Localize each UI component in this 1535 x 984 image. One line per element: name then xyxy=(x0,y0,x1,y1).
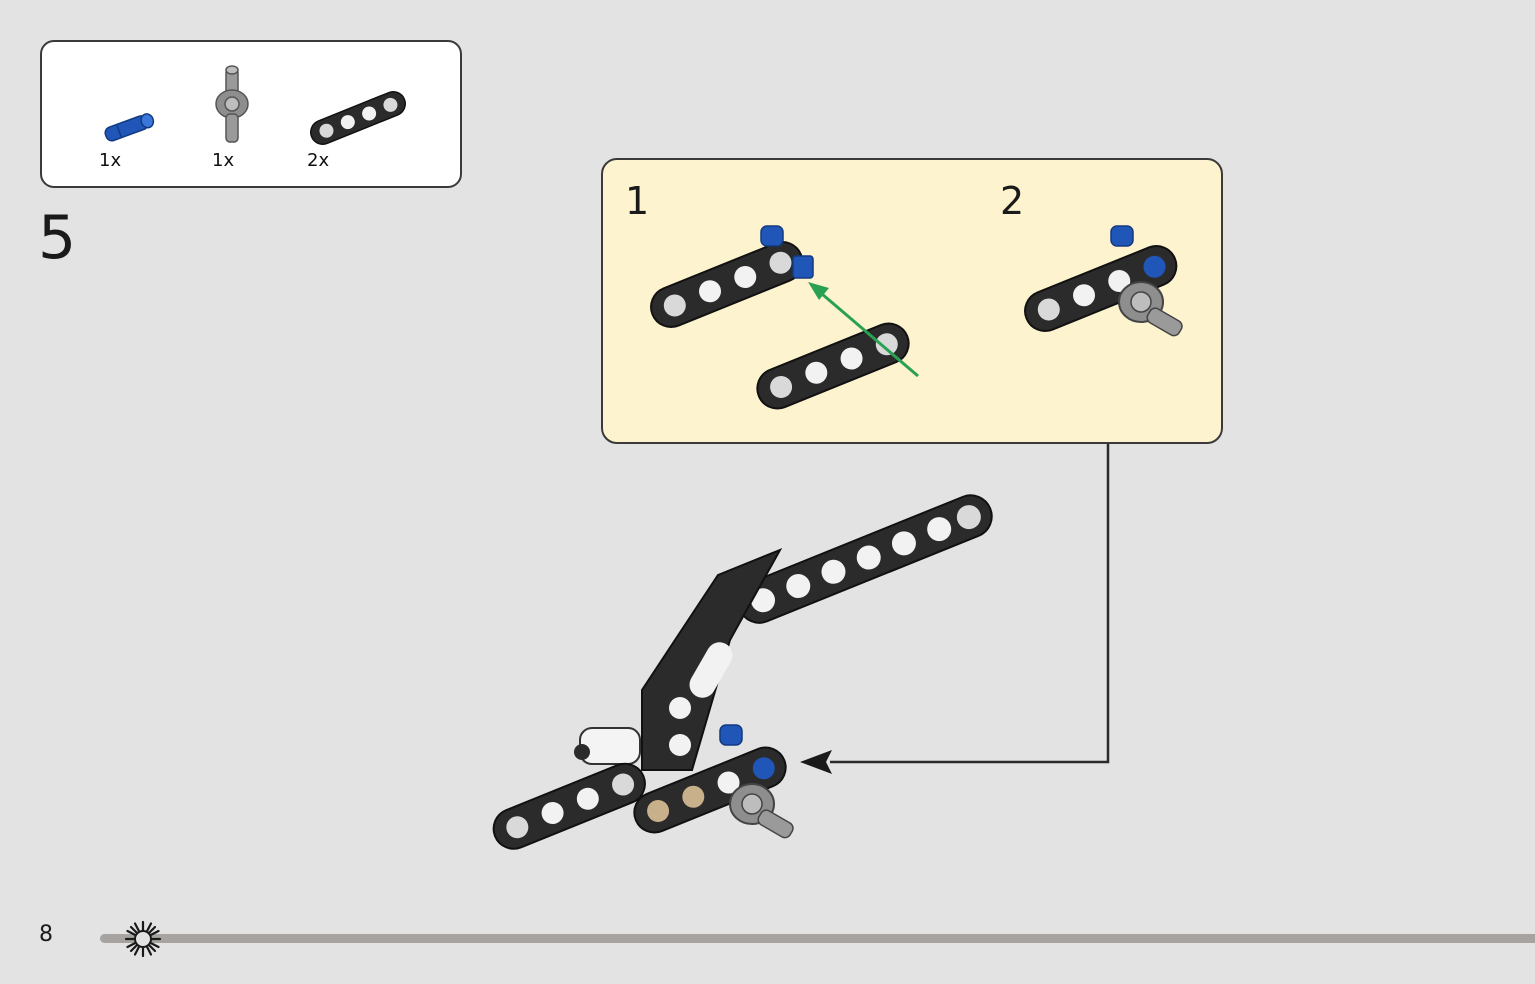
gray-pin-connector-image xyxy=(215,65,249,143)
parts-list-box: 1x 1x 2x xyxy=(40,40,462,188)
blue-axle-pin-image xyxy=(104,113,155,142)
black-beam-image xyxy=(310,91,406,145)
sub-step-number-2: 2 xyxy=(1000,179,1025,223)
progress-bar xyxy=(100,934,1535,943)
part-quantity-black-beam: 2x xyxy=(307,150,330,171)
progress-indicator-icon xyxy=(124,920,162,958)
part-quantity-blue-axle-pin: 1x xyxy=(99,150,122,171)
step-number: 5 xyxy=(38,203,77,273)
sub-step-1-illustration xyxy=(650,225,919,410)
page-number: 8 xyxy=(39,922,53,947)
part-quantity-gray-connector: 1x xyxy=(212,150,235,171)
green-insert-arrow xyxy=(814,286,919,378)
sub-step-2-illustration xyxy=(1024,225,1183,337)
main-model-illustration xyxy=(492,494,993,850)
sub-step-number-1: 1 xyxy=(625,179,650,223)
sub-assembly-callout: 1 2 xyxy=(601,158,1223,444)
